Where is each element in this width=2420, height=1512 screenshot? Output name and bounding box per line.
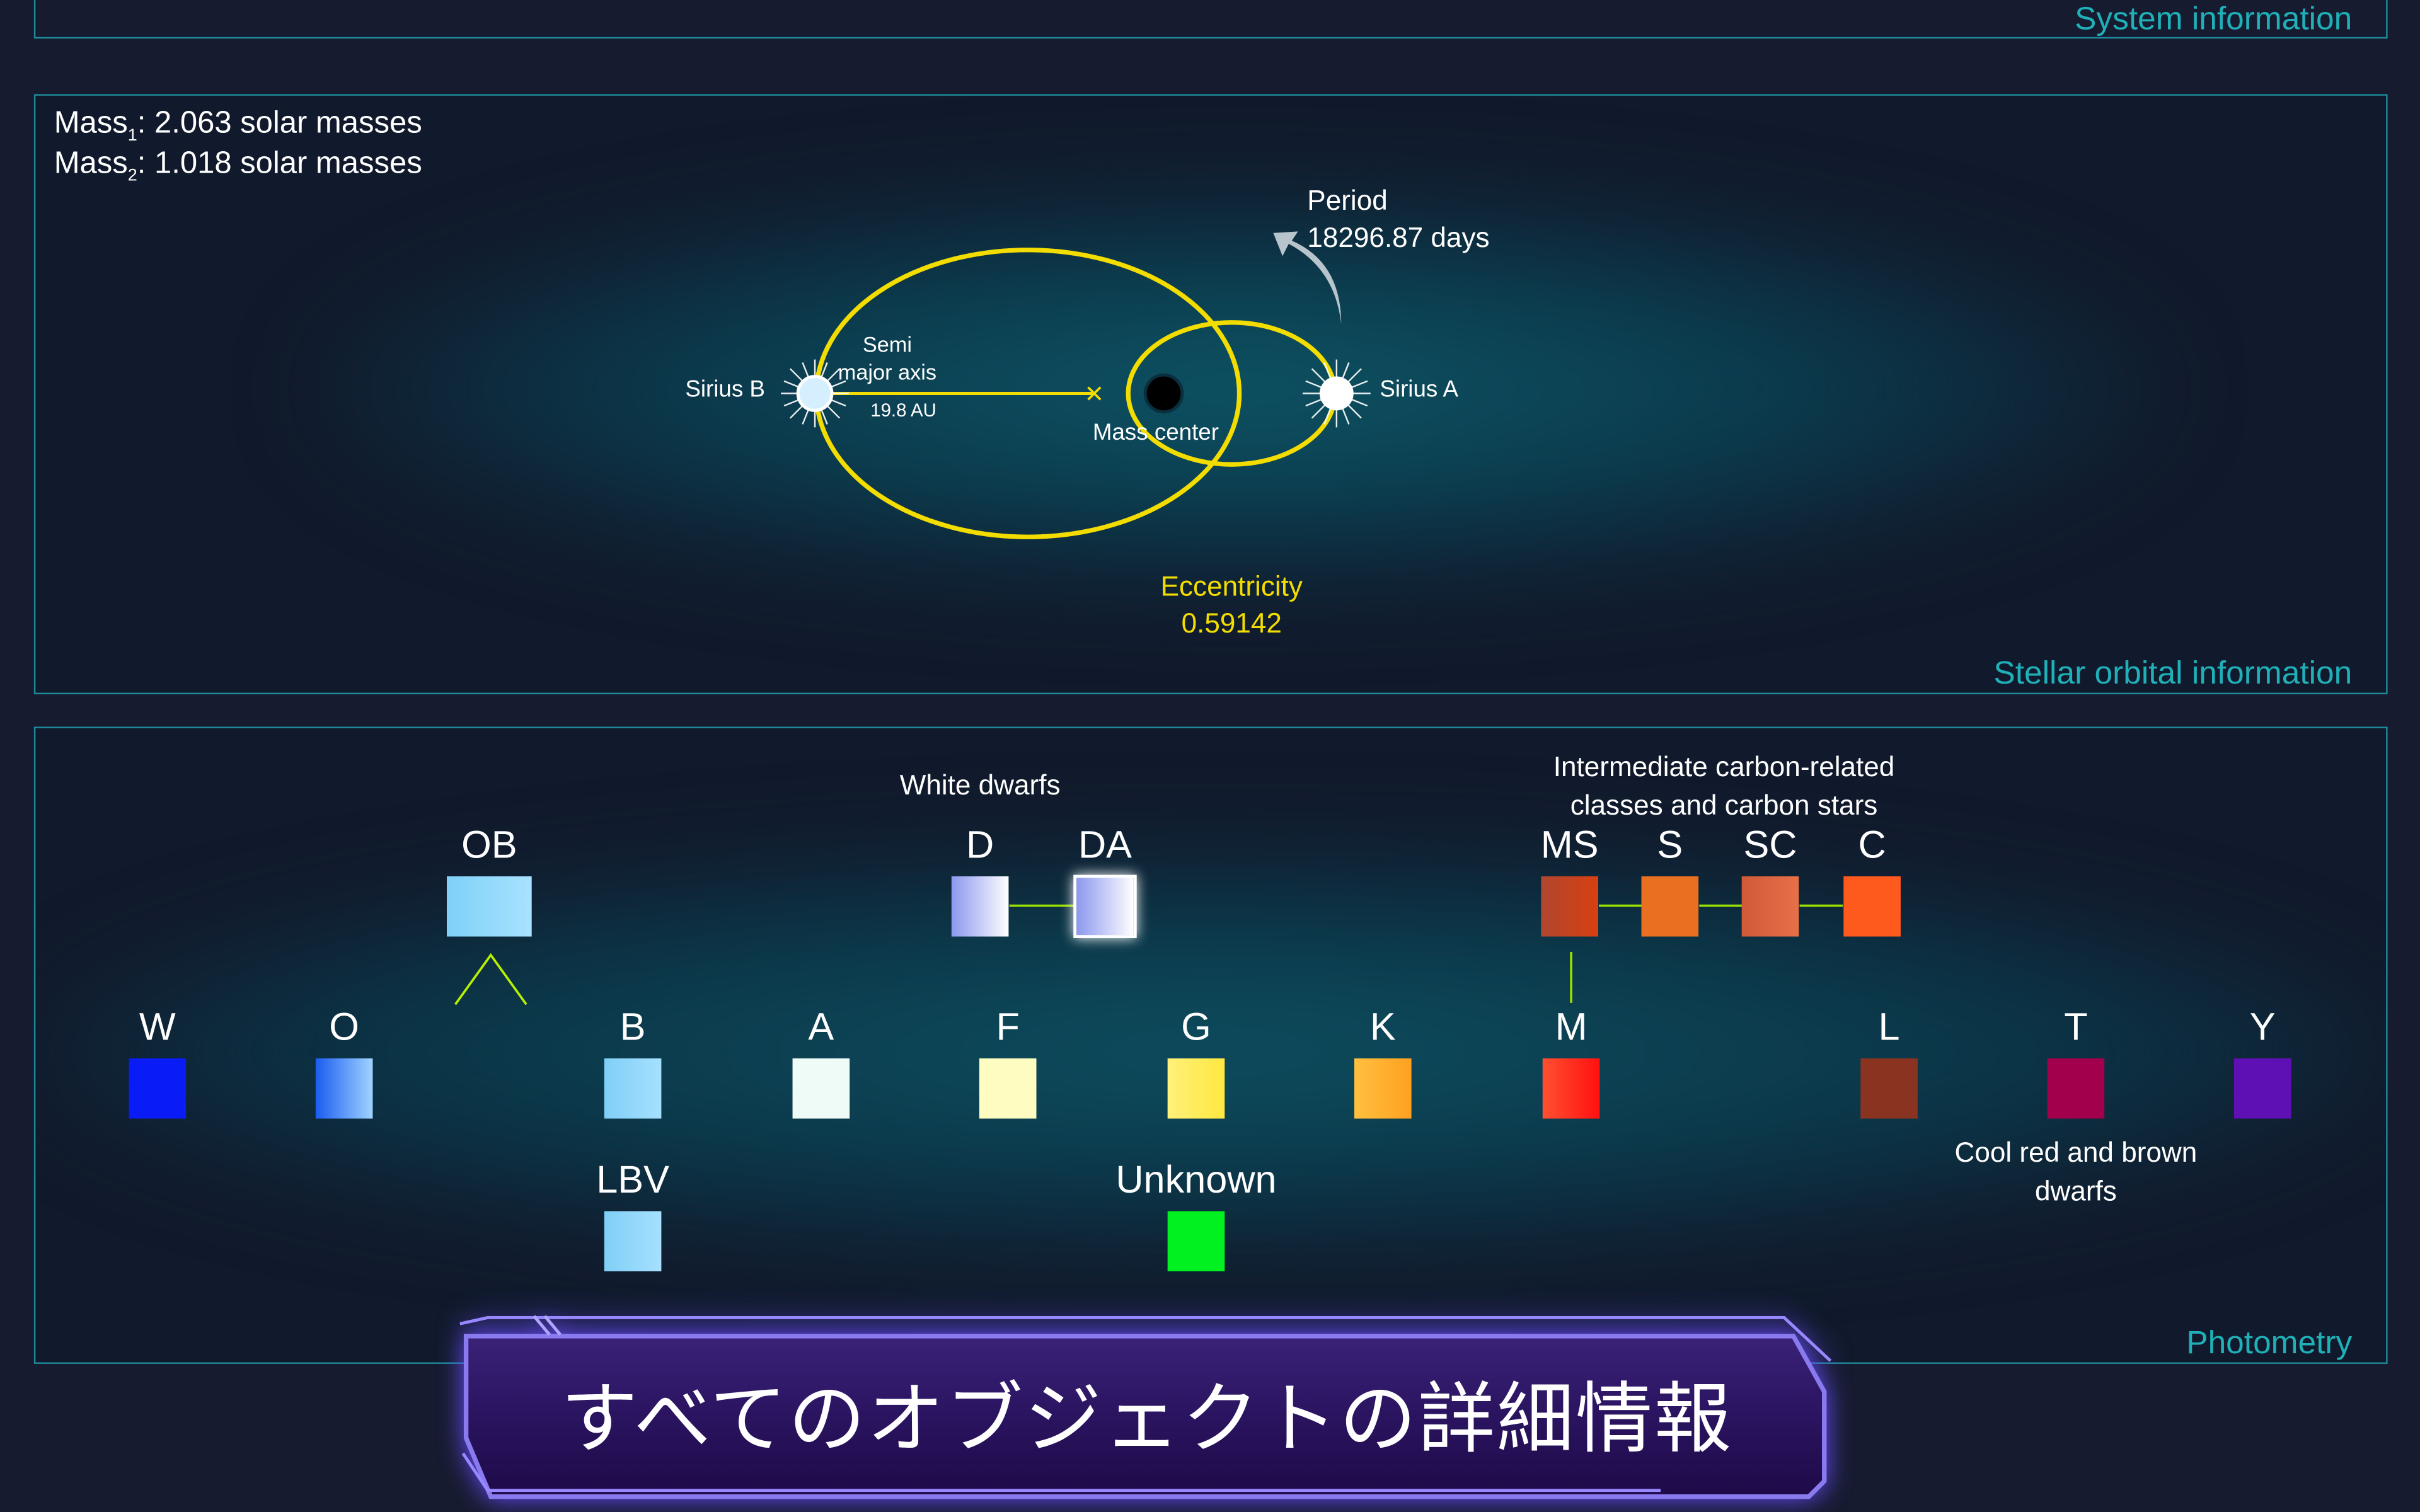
semi-major-line1: Semi	[862, 331, 912, 357]
class-label-ms: MS	[1540, 823, 1599, 868]
feature-banner: すべてのオブジェクトの詳細情報	[457, 1315, 1836, 1500]
mass1-subscript: 1	[127, 126, 137, 146]
class-swatch-f[interactable]	[979, 1058, 1037, 1119]
class-swatch-lbv[interactable]	[604, 1211, 662, 1271]
banner-text: すべてのオブジェクトの詳細情報	[560, 1375, 1733, 1465]
class-swatch-c[interactable]	[1843, 876, 1901, 937]
class-swatch-s[interactable]	[1641, 876, 1699, 937]
sirius-b-label: Sirius B	[685, 376, 765, 403]
class-swatch-w[interactable]	[129, 1058, 187, 1119]
sirius-b-star	[781, 359, 849, 428]
period-value: 18296.87 days	[1307, 222, 1490, 253]
eccentricity-label: Eccentricity	[1160, 571, 1303, 602]
cool-caption-line2: dwarfs	[2034, 1176, 2117, 1207]
class-label-unknown: Unknown	[1115, 1159, 1277, 1202]
class-label-l: L	[1878, 1005, 1900, 1050]
class-swatch-o[interactable]	[315, 1058, 373, 1119]
class-swatch-g[interactable]	[1167, 1058, 1225, 1119]
class-label-b: B	[619, 1005, 646, 1050]
sirius-a-star	[1302, 359, 1371, 428]
panel-title: System information	[2075, 1, 2353, 37]
class-label-k: K	[1369, 1005, 1396, 1050]
mass-center-label: Mass center	[1092, 420, 1219, 446]
eccentricity-value: 0.59142	[1181, 607, 1282, 639]
banner-frame	[459, 1315, 1832, 1499]
class-label-y: Y	[2249, 1005, 2276, 1050]
semi-major-line2: major axis	[838, 359, 937, 384]
mass-center-dot	[1143, 373, 1184, 414]
carbon-stars-caption: Intermediate carbon-related classes and …	[1553, 748, 1895, 825]
class-swatch-m[interactable]	[1542, 1058, 1600, 1119]
period-readout: Period 18296.87 days	[1307, 182, 1489, 256]
class-label-a: A	[808, 1005, 834, 1050]
mass2-value: : 1.018 solar masses	[137, 146, 422, 181]
class-swatch-da[interactable]	[1073, 874, 1137, 938]
panel-title: Photometry	[2186, 1325, 2353, 1361]
class-swatch-l[interactable]	[1860, 1058, 1918, 1119]
semi-major-axis-value: 19.8 AU	[870, 399, 936, 421]
class-label-g: G	[1181, 1005, 1211, 1050]
class-swatch-y[interactable]	[2233, 1058, 2291, 1119]
sirius-a-label: Sirius A	[1380, 376, 1458, 403]
class-label-t: T	[2064, 1005, 2088, 1050]
mass1-value: : 2.063 solar masses	[137, 106, 422, 140]
class-label-o: O	[329, 1005, 359, 1050]
class-label-sc: SC	[1743, 823, 1797, 868]
class-swatch-d[interactable]	[951, 876, 1009, 937]
semi-major-axis-label: Semi major axis	[838, 330, 936, 386]
panel-title: Stellar orbital information	[1993, 655, 2353, 692]
class-label-c: C	[1858, 823, 1886, 868]
class-swatch-k[interactable]	[1354, 1058, 1412, 1119]
white-dwarfs-caption: White dwarfs	[899, 770, 1061, 801]
period-label: Period	[1307, 185, 1388, 216]
class-swatch-t[interactable]	[2047, 1058, 2105, 1119]
carbon-caption-line2: classes and carbon stars	[1570, 789, 1878, 821]
eccentricity-readout: Eccentricity 0.59142	[1161, 568, 1303, 642]
class-label-lbv: LBV	[596, 1159, 669, 1202]
mass1-readout: Mass1: 2.063 solar masses	[54, 106, 422, 145]
class-label-s: S	[1657, 823, 1683, 868]
orbit-diagram	[781, 231, 1371, 539]
class-swatch-sc[interactable]	[1741, 876, 1799, 937]
class-swatch-a[interactable]	[792, 1058, 850, 1119]
period-arrow-icon	[1273, 231, 1342, 324]
mass2-subscript: 2	[127, 166, 137, 185]
class-label-m: M	[1555, 1005, 1587, 1050]
class-label-f: F	[996, 1005, 1020, 1050]
mass2-label: Mass	[54, 146, 128, 181]
class-swatch-ms[interactable]	[1541, 876, 1598, 937]
carbon-caption-line1: Intermediate carbon-related	[1553, 751, 1895, 782]
mass1-label: Mass	[54, 106, 128, 140]
class-swatch-ob[interactable]	[446, 876, 532, 937]
class-swatch-b[interactable]	[604, 1058, 662, 1119]
class-label-w: W	[139, 1005, 176, 1050]
class-swatch-unknown[interactable]	[1167, 1211, 1225, 1271]
class-label-ob: OB	[461, 823, 517, 868]
mass2-readout: Mass2: 1.018 solar masses	[54, 147, 422, 185]
system-information-panel: System information	[33, 0, 2388, 39]
background-glow	[35, 851, 2387, 1253]
cool-dwarfs-caption: Cool red and brown dwarfs	[1955, 1134, 2198, 1211]
ob-branch-connector	[454, 953, 527, 1005]
stellar-orbital-panel: Mass1: 2.063 solar masses Mass2: 1.018 s…	[33, 94, 2388, 695]
class-label-d: D	[965, 823, 994, 868]
cool-caption-line1: Cool red and brown	[1954, 1137, 2198, 1168]
class-label-da: DA	[1078, 823, 1132, 868]
focus-x-marker	[1087, 386, 1102, 401]
